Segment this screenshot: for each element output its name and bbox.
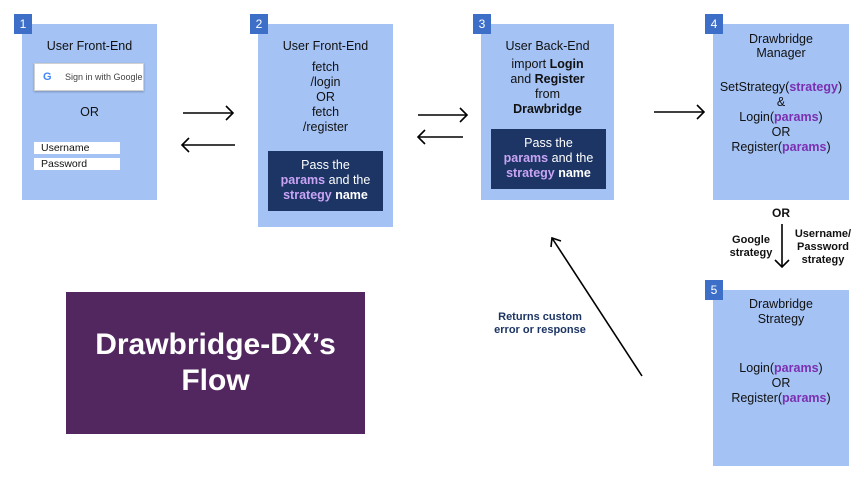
node-5-paren-2: ) bbox=[826, 391, 831, 405]
node-5-title-line2: Strategy bbox=[757, 312, 805, 326]
node-4-paren-2: ) bbox=[818, 110, 823, 124]
node-5-register: Register(params) bbox=[713, 391, 849, 406]
node-3-and: and bbox=[510, 72, 535, 86]
node-1-title: User Front-End bbox=[46, 39, 133, 53]
edge-label-userpass-2: Password bbox=[797, 241, 849, 253]
edge-label-or: OR bbox=[772, 206, 790, 220]
node-4-strategy-arg: strategy bbox=[789, 80, 838, 94]
node-4-register-fn: Register( bbox=[731, 140, 783, 154]
node-2-line5: /register bbox=[302, 120, 349, 134]
node-2-params: params bbox=[280, 173, 326, 187]
step-number-1: 1 bbox=[14, 14, 32, 34]
username-field[interactable]: Username bbox=[34, 142, 120, 154]
arrow-5-to-3-return bbox=[550, 236, 643, 377]
node-user-front-end-1 bbox=[22, 24, 157, 200]
edge-label-google-2: strategy bbox=[729, 247, 773, 259]
node-4-amp: & bbox=[776, 95, 786, 109]
password-field[interactable]: Password bbox=[34, 158, 120, 170]
node-4-set-strategy-fn: SetStrategy( bbox=[719, 80, 790, 94]
node-3-import-line: import Login bbox=[481, 57, 614, 72]
node-5-paren-1: ) bbox=[818, 361, 823, 375]
node-3-params: params bbox=[503, 151, 549, 165]
arrow-2-to-3 bbox=[418, 107, 469, 123]
node-drawbridge-strategy-5 bbox=[713, 290, 849, 466]
edge-label-google-1: Google bbox=[732, 234, 770, 246]
node-4-login-params: params bbox=[774, 110, 819, 124]
node-4-or: OR bbox=[771, 125, 791, 139]
node-2-name: name bbox=[331, 188, 368, 202]
node-2-line2: /login bbox=[310, 75, 341, 89]
edge-label-userpass-3: strategy bbox=[801, 254, 845, 266]
node-2-strategy: strategy bbox=[283, 188, 332, 202]
node-2-title: User Front-End bbox=[282, 39, 369, 53]
node-5-register-params: params bbox=[782, 391, 827, 405]
edge-label-returns-1: Returns custom bbox=[498, 311, 582, 323]
node-3-from: from bbox=[535, 87, 560, 101]
node-3-login: Login bbox=[549, 57, 584, 71]
arrow-3-to-2 bbox=[416, 129, 463, 145]
diagram-title-line1: Drawbridge-DX’s bbox=[95, 328, 336, 361]
node-2-pass-the: Pass the bbox=[301, 158, 350, 172]
edge-label-returns-2: error or response bbox=[494, 324, 586, 336]
step-number-4: 4 bbox=[705, 14, 723, 34]
node-2-line4: fetch bbox=[311, 105, 340, 119]
step-number-2: 2 bbox=[250, 14, 268, 34]
diagram-title: Drawbridge-DX’s Flow bbox=[66, 292, 365, 434]
node-2-line1: fetch bbox=[311, 60, 340, 74]
google-signin-button[interactable]: G Sign in with Google bbox=[34, 63, 144, 91]
node-5-login: Login(params) bbox=[713, 361, 849, 376]
node-2-and-the: and the bbox=[325, 173, 371, 187]
node-5-title-line1: Drawbridge bbox=[749, 297, 813, 311]
node-5-or: OR bbox=[771, 376, 791, 390]
node-4-paren-3: ) bbox=[826, 140, 831, 154]
arrow-3-to-4 bbox=[654, 104, 706, 120]
node-4-register-params: params bbox=[782, 140, 827, 154]
google-icon: G bbox=[43, 71, 52, 83]
edge-label-userpass-1: Username/ bbox=[794, 228, 852, 240]
step-number-5: 5 bbox=[705, 280, 723, 300]
arrow-4-to-5 bbox=[774, 224, 790, 269]
node-3-strategy: strategy bbox=[506, 166, 555, 180]
node-4-login: Login(params) bbox=[713, 110, 849, 125]
node-3-title: User Back-End bbox=[505, 39, 590, 53]
step-number-3: 3 bbox=[473, 14, 491, 34]
node-2-pass-params-box: Pass the params and the strategy name bbox=[268, 151, 383, 211]
node-4-login-fn: Login( bbox=[739, 110, 775, 124]
node-3-pass-the: Pass the bbox=[524, 136, 573, 150]
node-5-login-params: params bbox=[774, 361, 819, 375]
node-3-pass-params-box: Pass the params and the strategy name bbox=[491, 129, 606, 189]
node-3-and-the: and the bbox=[548, 151, 594, 165]
node-3-import: import bbox=[511, 57, 550, 71]
node-4-register: Register(params) bbox=[713, 140, 849, 155]
arrow-1-to-2 bbox=[183, 105, 235, 121]
node-5-register-fn: Register( bbox=[731, 391, 783, 405]
node-3-register: Register bbox=[534, 72, 585, 86]
arrow-2-to-1 bbox=[180, 137, 235, 153]
node-3-name: name bbox=[554, 166, 591, 180]
node-4-title-line2: Manager bbox=[756, 46, 806, 60]
node-5-login-fn: Login( bbox=[739, 361, 775, 375]
node-4-paren-1: ) bbox=[837, 80, 843, 94]
diagram-title-line2: Flow bbox=[181, 364, 250, 397]
node-1-or: OR bbox=[80, 105, 99, 119]
node-drawbridge-manager-4 bbox=[713, 24, 849, 200]
node-2-line3: OR bbox=[316, 90, 335, 104]
node-4-title-line1: Drawbridge bbox=[749, 32, 813, 46]
node-3-drawbridge: Drawbridge bbox=[513, 102, 582, 116]
google-signin-label: Sign in with Google bbox=[65, 72, 143, 82]
node-4-set-strategy: SetStrategy(strategy) bbox=[713, 80, 849, 95]
node-3-and-line: and Register bbox=[481, 72, 614, 87]
